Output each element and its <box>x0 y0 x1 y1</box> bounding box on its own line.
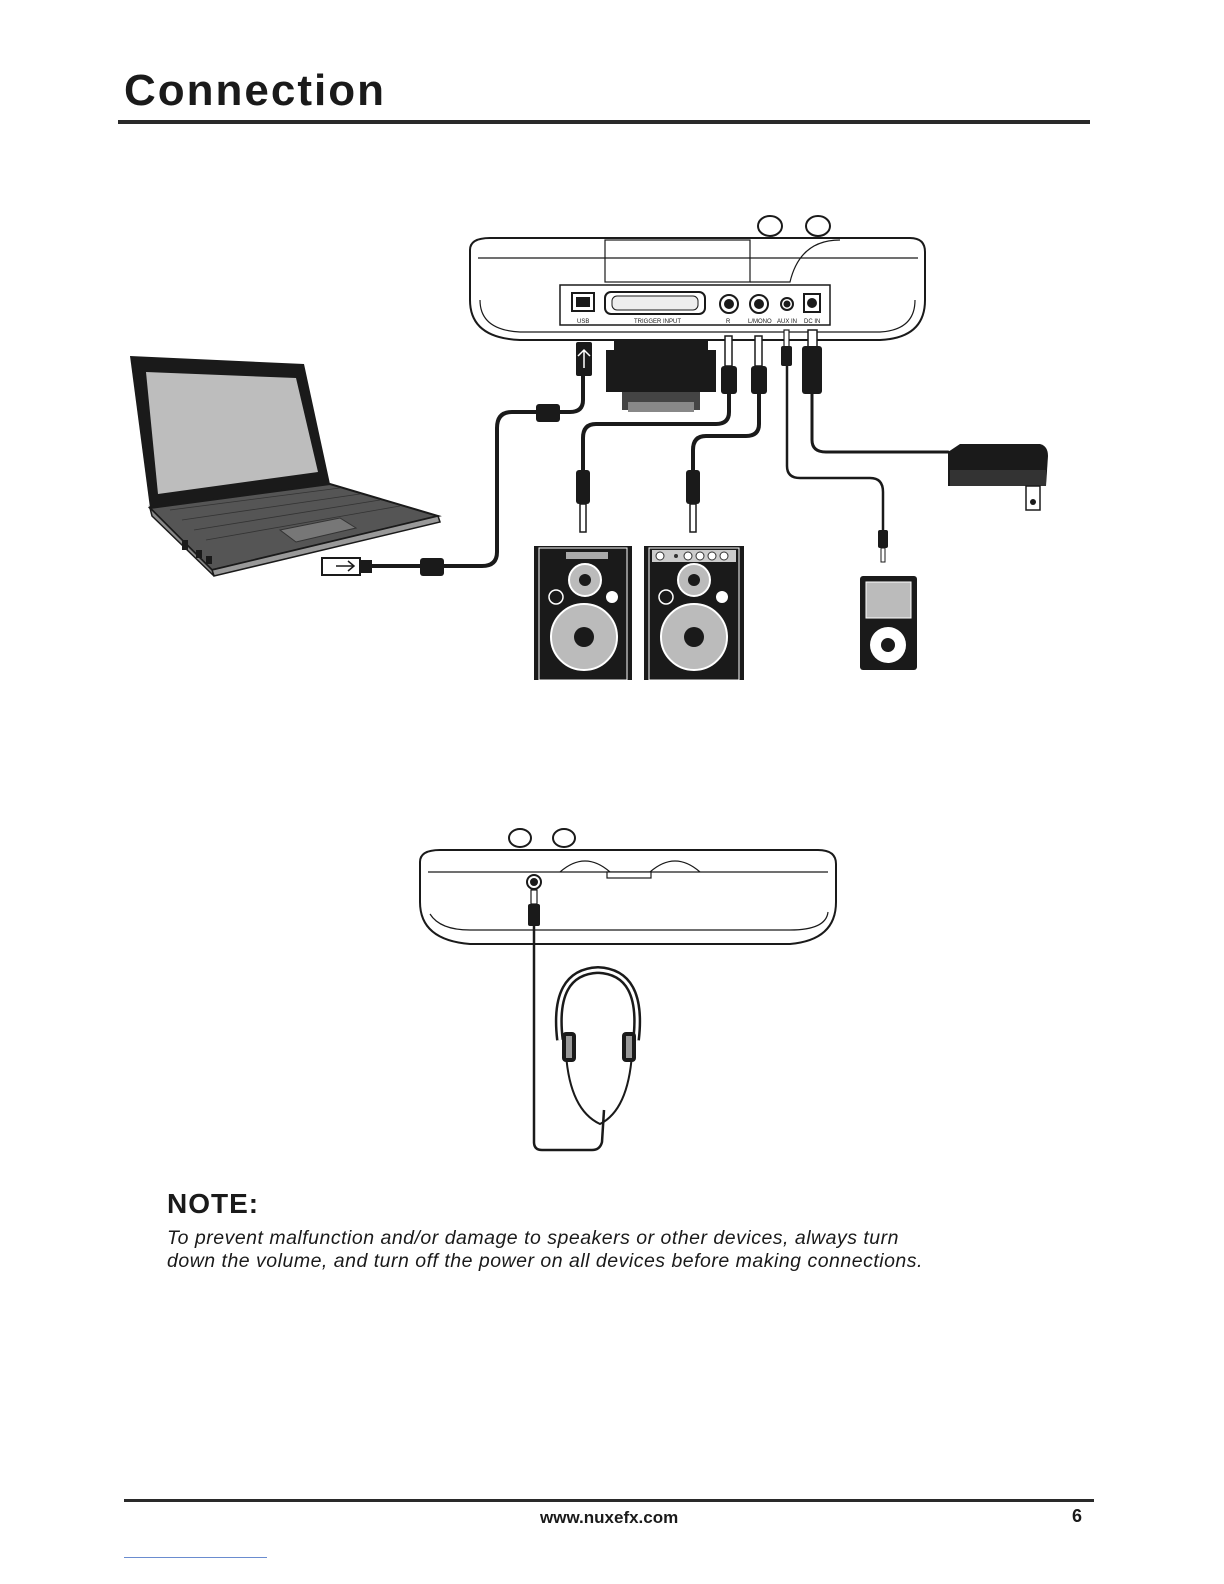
note-line-1: To prevent malfunction and/or damage to … <box>167 1227 1047 1250</box>
note-line-2: down the volume, and turn off the power … <box>167 1250 1047 1273</box>
headphones <box>559 970 637 1124</box>
footer-rule <box>124 1499 1094 1502</box>
footer-url[interactable]: www.nuxefx.com <box>540 1508 678 1528</box>
page-number: 6 <box>1072 1506 1082 1527</box>
note-text: To prevent malfunction and/or damage to … <box>167 1227 1047 1273</box>
footer-underline <box>124 1557 267 1558</box>
note-heading: NOTE: <box>167 1188 259 1220</box>
drum-module-front <box>420 829 836 944</box>
